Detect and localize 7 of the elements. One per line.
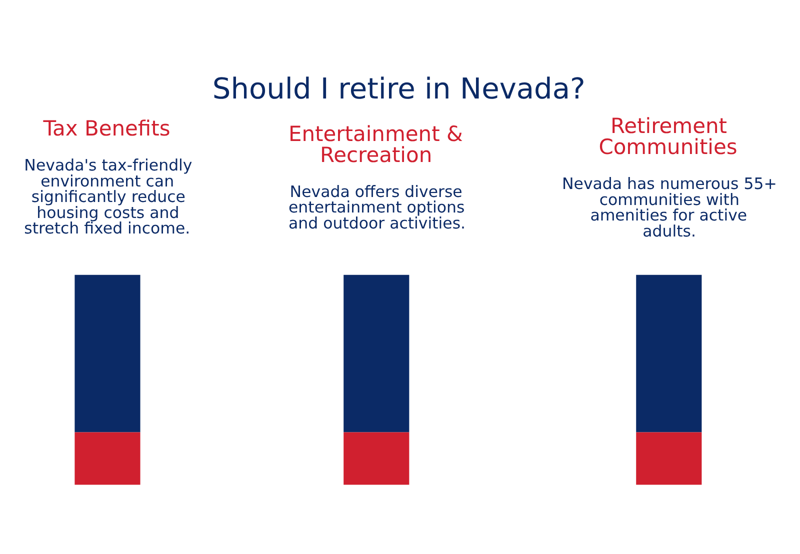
node-label: Nevada has numerous 55+ communities with amenities for active adults. [562, 174, 777, 240]
node-label: Nevada offers diverse entertainment options and outdoor activities. [288, 181, 466, 232]
diagram-title: Should I retire in Nevada? [212, 71, 586, 106]
node-label: Nevada's tax-friendly environment can significantly reduce housing costs and stretch fixed income. [24, 155, 192, 238]
node-label: Retirement Communities [598, 113, 738, 158]
node-label: Tax Benefits [43, 116, 170, 140]
node-label: Entertainment & Recreation [288, 121, 463, 166]
